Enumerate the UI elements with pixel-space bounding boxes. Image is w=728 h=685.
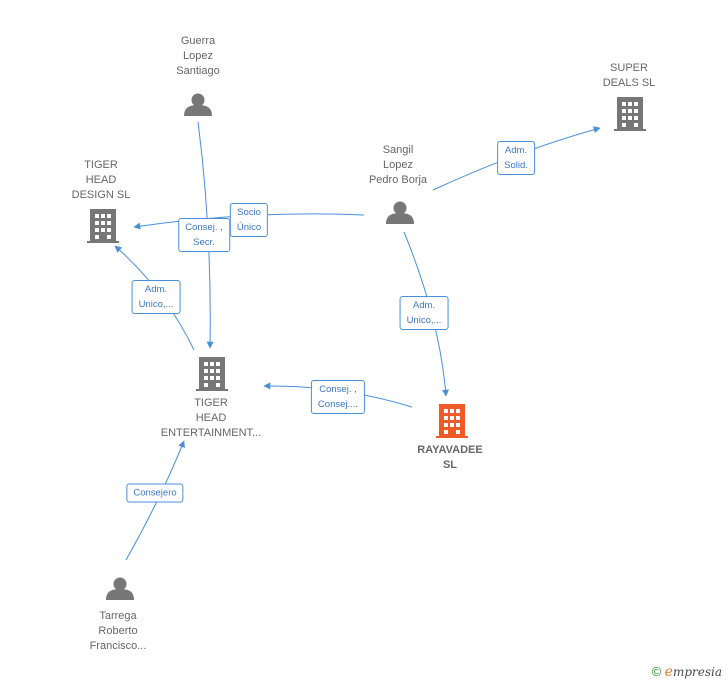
node-label-line: Sangil bbox=[382, 144, 414, 156]
node-label-line: ENTERTAINMENT... bbox=[160, 427, 262, 439]
empresia-logo[interactable]: © empresia bbox=[652, 664, 722, 680]
copyright-icon: © bbox=[651, 664, 662, 679]
node-label-tiger-head-entertainment[interactable]: TIGER HEAD ENTERTAINMENT... bbox=[161, 396, 261, 441]
edge-label-line: Consej. , bbox=[319, 384, 357, 395]
node-label-line: HEAD bbox=[85, 174, 117, 186]
building-icon bbox=[87, 209, 119, 243]
edge-label-line: Adm. bbox=[504, 145, 528, 156]
node-label-line: Guerra bbox=[180, 35, 216, 47]
node-label-line: SL bbox=[442, 459, 458, 471]
edge-label-tarrega-entertainment[interactable]: Consejero bbox=[126, 483, 184, 503]
edge-label-sangil-rayavadee[interactable]: Adm. Unico,... bbox=[399, 296, 449, 330]
edge-label-line: Consejero bbox=[133, 487, 177, 499]
building-icon bbox=[614, 97, 646, 131]
building-icon bbox=[196, 357, 228, 391]
node-label-sangil[interactable]: Sangil Lopez Pedro Borja bbox=[369, 143, 427, 188]
node-label-line: TIGER bbox=[84, 159, 118, 171]
node-label-guerra[interactable]: Guerra Lopez Santiago bbox=[176, 34, 219, 79]
node-label-line: HEAD bbox=[195, 412, 227, 424]
node-label-line: Santiago bbox=[176, 65, 220, 77]
edge-label-line: Único bbox=[236, 222, 262, 233]
edge-label-sangil-super[interactable]: Adm. Solid. bbox=[497, 141, 535, 175]
edge-label-line: Unico,... bbox=[138, 299, 174, 310]
person-icon bbox=[386, 201, 414, 224]
brand-initial: e bbox=[664, 664, 673, 680]
node-label-line: Tarrega bbox=[99, 610, 137, 622]
edge-label-sangil-design[interactable]: Socio Único bbox=[229, 203, 269, 237]
node-label-line: Lopez bbox=[183, 50, 213, 62]
edge-label-line: Consej.... bbox=[317, 399, 359, 410]
node-label-line: TIGER bbox=[194, 397, 228, 409]
node-label-line: Roberto bbox=[98, 625, 138, 637]
brand-name: mpresia bbox=[672, 665, 722, 679]
node-label-line: DEALS SL bbox=[602, 77, 656, 89]
node-label-super-deals[interactable]: SUPER DEALS SL bbox=[603, 61, 656, 91]
edge-label-line: Socio bbox=[237, 207, 261, 218]
edge-label-line: Adm. bbox=[412, 300, 436, 311]
edge-label-entertainment-design[interactable]: Adm. Unico,... bbox=[131, 280, 181, 314]
edge-label-guerra-design[interactable]: Consej. , Secr. bbox=[178, 218, 230, 252]
edge-label-line: Solid. bbox=[504, 160, 528, 171]
node-label-line: RAYAVADEE bbox=[417, 444, 483, 456]
edge-label-line: Unico,... bbox=[406, 315, 442, 326]
edge-label-line: Secr. bbox=[193, 237, 215, 248]
node-label-rayavadee[interactable]: RAYAVADEE SL bbox=[417, 443, 482, 473]
edge-label-rayavadee-entertainment[interactable]: Consej. , Consej.... bbox=[310, 380, 366, 414]
node-label-line: SUPER bbox=[610, 62, 648, 74]
node-label-line: DESIGN SL bbox=[71, 189, 131, 201]
person-icon bbox=[106, 577, 134, 600]
building-icon-highlight bbox=[436, 404, 468, 438]
node-label-line: Francisco... bbox=[89, 640, 147, 652]
node-label-tiger-head-design[interactable]: TIGER HEAD DESIGN SL bbox=[72, 158, 131, 203]
node-label-line: Lopez bbox=[383, 159, 413, 171]
edge-label-line: Consej. , bbox=[185, 222, 223, 233]
node-label-line: Pedro Borja bbox=[368, 174, 428, 186]
edge-label-line: Adm. bbox=[144, 284, 168, 295]
node-label-tarrega[interactable]: Tarrega Roberto Francisco... bbox=[90, 609, 147, 654]
person-icon bbox=[184, 93, 212, 116]
